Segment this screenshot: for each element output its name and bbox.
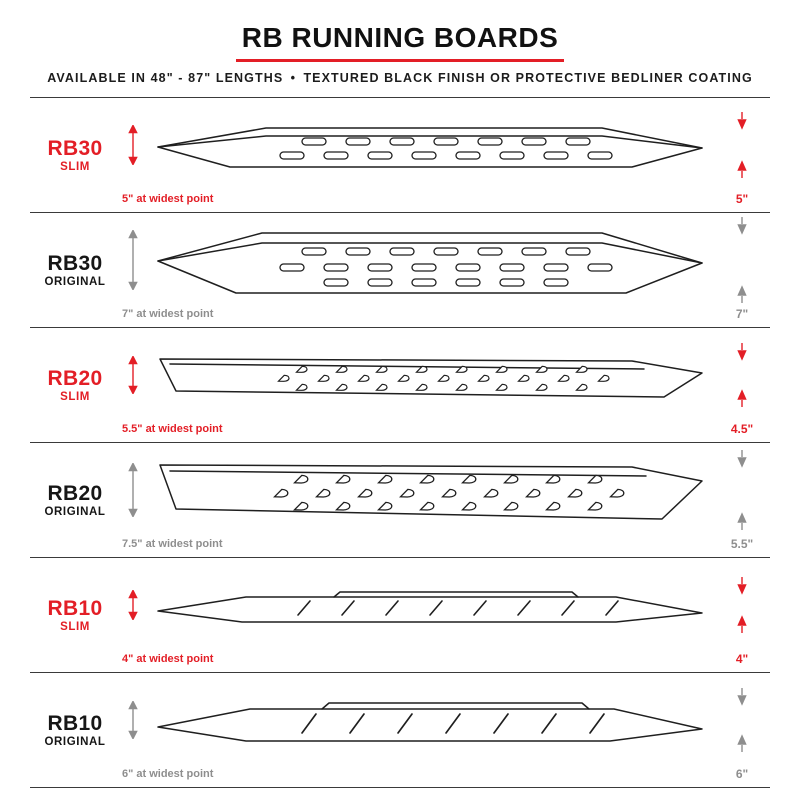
width-arrow-icon [126, 589, 140, 620]
width-arrow-icon [126, 700, 140, 739]
model-variant: ORIGINAL [44, 276, 106, 289]
model-name: RB10 [47, 597, 103, 621]
board-row-rb30-slim: RB30 SLIM [30, 97, 770, 212]
model-variant: ORIGINAL [44, 736, 106, 749]
model-name: RB20 [47, 367, 103, 391]
width-measurement: 5.5" at widest point [122, 423, 223, 435]
width-arrow-icon [126, 355, 140, 394]
width-arrow-icon [126, 124, 140, 165]
model-variant: SLIM [60, 161, 90, 174]
rb10-original-drawing [154, 695, 706, 745]
header: RB RUNNING BOARDS AVAILABLE IN 48" - 87"… [30, 22, 770, 85]
model-variant: ORIGINAL [44, 506, 106, 519]
model-label-group: RB10 SLIM [30, 597, 120, 634]
model-variant: SLIM [60, 621, 90, 634]
model-name: RB10 [47, 712, 103, 736]
height-arrow-icon [735, 111, 749, 178]
rb20-slim-drawing [154, 349, 706, 401]
height-measurement: 4" [735, 652, 749, 666]
model-variant: SLIM [60, 391, 90, 404]
model-label-group: RB20 SLIM [30, 367, 120, 404]
rb20-original-drawing [154, 453, 706, 527]
page-title: RB RUNNING BOARDS [235, 22, 565, 62]
model-label-group: RB30 SLIM [30, 137, 120, 174]
board-row-rb20-original: RB20 ORIGINAL [30, 442, 770, 557]
height-arrow-icon [735, 216, 749, 303]
rb30-slim-drawing [154, 117, 706, 173]
height-measurement: 4.5" [730, 422, 754, 436]
board-comparison-list: RB30 SLIM [30, 97, 770, 788]
model-label-group: RB10 ORIGINAL [30, 712, 120, 749]
model-name: RB20 [47, 482, 103, 506]
model-label-group: RB30 ORIGINAL [30, 252, 120, 289]
page-subtitle: AVAILABLE IN 48" - 87" LENGTHS • TEXTURE… [47, 71, 753, 85]
height-measurement: 5.5" [730, 537, 754, 551]
height-measurement: 7" [735, 307, 749, 321]
height-arrow-icon [735, 342, 749, 407]
height-measurement: 6" [735, 767, 749, 781]
board-row-rb30-original: RB30 ORIGINAL [30, 212, 770, 327]
width-measurement: 7.5" at widest point [122, 538, 223, 550]
height-arrow-icon [735, 449, 749, 530]
width-measurement: 7" at widest point [122, 308, 214, 320]
width-measurement: 5" at widest point [122, 193, 214, 205]
width-arrow-icon [126, 462, 140, 517]
width-measurement: 6" at widest point [122, 768, 214, 780]
model-name: RB30 [47, 252, 103, 276]
model-label-group: RB20 ORIGINAL [30, 482, 120, 519]
model-name: RB30 [47, 137, 103, 161]
board-row-rb10-original: RB10 ORIGINAL 6" a [30, 672, 770, 787]
height-arrow-icon [735, 576, 749, 633]
rb30-original-drawing [154, 221, 706, 299]
width-arrow-icon [126, 229, 140, 290]
height-arrow-icon [735, 687, 749, 752]
board-row-rb10-slim: RB10 SLIM 4" at wi [30, 557, 770, 672]
board-row-rb20-slim: RB20 SLIM [30, 327, 770, 442]
height-measurement: 5" [735, 192, 749, 206]
rb10-slim-drawing [154, 585, 706, 625]
width-measurement: 4" at widest point [122, 653, 214, 665]
